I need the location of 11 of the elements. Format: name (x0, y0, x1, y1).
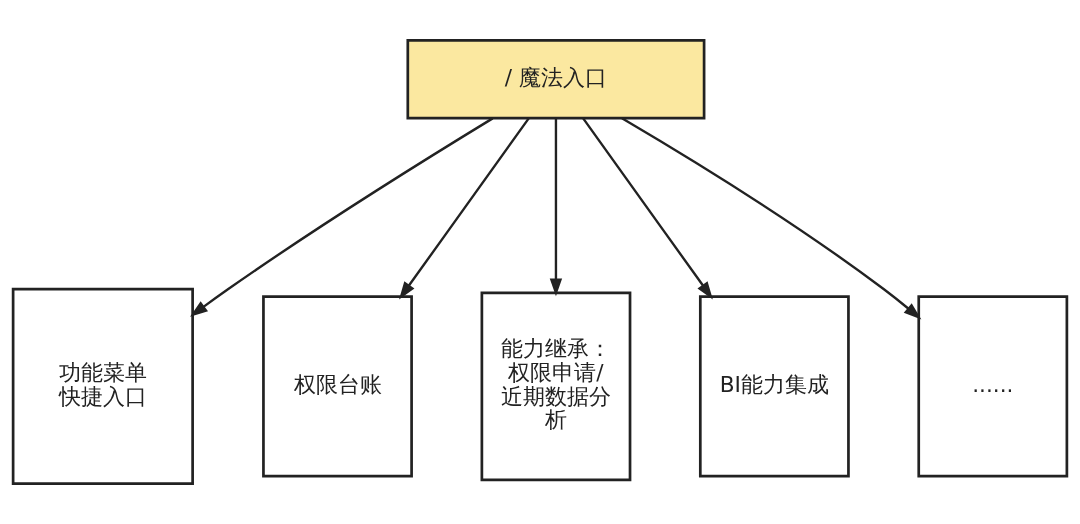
node-box: 能力继承：权限申请/近期数据分析 (480, 291, 632, 482)
arrow (621, 117, 922, 320)
node-box: 功能菜单快捷入口 (11, 287, 194, 486)
node-box: 权限台账 (262, 295, 413, 478)
arrow (582, 117, 713, 300)
arrow (399, 117, 530, 300)
node-box: / 魔法入口 (406, 39, 706, 120)
node-box: ...... (917, 295, 1069, 478)
arrow (190, 117, 494, 317)
arrow (549, 118, 563, 297)
node-box: BI能力集成 (698, 295, 850, 478)
